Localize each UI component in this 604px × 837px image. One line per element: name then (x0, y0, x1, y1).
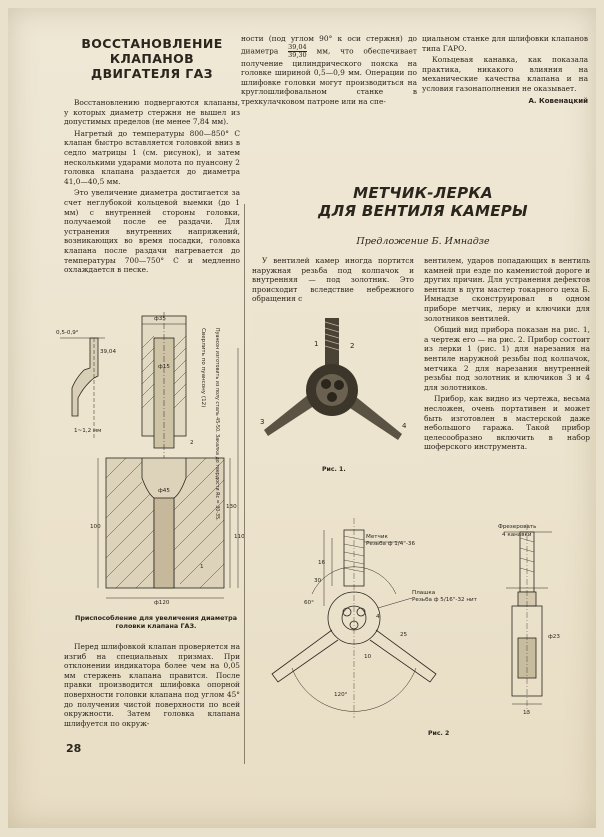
fig1-dim-label: ф35 (154, 316, 166, 322)
article1-paragraph: Перед шлифовкой клапан проверяется на из… (64, 642, 240, 728)
article1-col2-top: ности (под углом 90° к оси стержня) до д… (241, 34, 417, 109)
article1-paragraph: Это увеличение диаметра достигается за с… (64, 188, 240, 275)
fig1-part-label: 1 (200, 564, 204, 570)
drawing-label: Фрезеровать (498, 524, 536, 530)
photo-label: 2 (350, 342, 354, 350)
article1-title-line1: ВОССТАНОВЛЕНИЕ КЛАПАНОВ (81, 36, 223, 66)
tool-photo: 2 1 3 4 (252, 312, 420, 462)
article2-title-line2: ДЛЯ ВЕНТИЛЯ КАМЕРЫ (318, 202, 528, 220)
figure1-caption: Приспособление для увеличения диаметра г… (74, 614, 238, 630)
article2-paragraph: Общий вид прибора показан на рис. 1, а ч… (424, 325, 590, 392)
article2-paragraph: вентилем, ударов попадающих в вентиль ка… (424, 256, 590, 323)
drawing-dimension: 4 (376, 614, 380, 620)
fig1-part-label: 2 (190, 440, 194, 446)
fraction-denominator: 39,30 (288, 50, 307, 59)
photo-label: 1 (314, 340, 318, 348)
fig1-dim-label: 130 (226, 504, 237, 510)
article2-paragraph: У вентилей камер иногда портится наружна… (252, 256, 414, 304)
photo-label: 3 (260, 418, 264, 426)
col2-text-part1: ности (под углом 90° к оси стержня) до д… (241, 34, 417, 56)
article1-body: Восстановлению подвергаются клапаны, у к… (64, 98, 240, 277)
fig1-vertical-note: Пуансон изготовить из полу сталь 45-50. … (214, 328, 220, 521)
article2-title: МЕТЧИК-ЛЕРКА ДЛЯ ВЕНТИЛЯ КАМЕРЫ (298, 184, 548, 220)
drawing-label: 4 канавки (502, 532, 532, 538)
article1-body-bottom: Перед шлифовкой клапан проверяется на из… (64, 642, 240, 730)
column-divider (244, 204, 245, 764)
magazine-page: ВОССТАНОВЛЕНИЕ КЛАПАНОВ ДВИГАТЕЛЯ ГАЗ Во… (8, 8, 596, 828)
drawing-dimension: 120° (334, 692, 348, 698)
article1-col3-top: циальном станке для шлифовки клапанов ти… (422, 34, 588, 106)
drawing-dimension: 13 (523, 710, 531, 716)
col3-paragraph: Кольцевая канавка, как показала практика… (422, 55, 588, 93)
article2-paragraph: Прибор, как видно из чертежа, весьма нес… (424, 394, 590, 452)
drawing-label: Резьба ф 1/4"-36 (366, 541, 415, 547)
article1-title: ВОССТАНОВЛЕНИЕ КЛАПАНОВ ДВИГАТЕЛЯ ГАЗ (72, 36, 232, 81)
drawing-caption: Рис. 2 (428, 730, 450, 737)
article2-author: Предложение Б. Имнадзе (356, 236, 490, 247)
valve-tool-drawing: 0,5-0,9° ф35 1~1,2 мм ф120 ф45 ф15 100 1… (56, 312, 245, 606)
diameter-fraction: 39,04 39,30 (288, 42, 307, 59)
drawing-label: Плашка (412, 590, 435, 596)
drawing-dimension: 30 (314, 578, 322, 584)
drawing-dimension: 25 (400, 632, 408, 638)
drawing-dimension: 16 (318, 560, 326, 566)
photo-label: 4 (402, 422, 407, 430)
article2-col2: вентилем, ударов попадающих в вентиль ка… (424, 256, 590, 454)
fig1-dim-label: 0,5-0,9° (56, 330, 79, 336)
fig1-vertical-note: Сверлить по пуансону (12) (200, 328, 206, 407)
col2-text-part2: мм, что обеспечивает получение цилиндрич… (241, 46, 417, 106)
article1-paragraph: Нагретый до температуры 800—850° С клапа… (64, 128, 240, 186)
fig1-dim-label: 1~1,2 мм (74, 428, 101, 434)
fig1-dim-label: 39,04 (100, 349, 116, 355)
fig1-dim-label: ф15 (158, 364, 170, 370)
drawing-dimension: 10 (364, 654, 372, 660)
fig1-dim-label: 100 (90, 524, 101, 530)
drawing-dimension: 60° (304, 600, 314, 606)
article1-title-line2: ДВИГАТЕЛЯ ГАЗ (91, 66, 213, 81)
fraction-numerator: 39,04 (288, 42, 307, 52)
drawing-label: Метчик (366, 534, 388, 540)
fig1-dim-label: 110 (234, 534, 245, 540)
fig1-dim-label: ф45 (158, 488, 170, 494)
page-number: 28 (66, 742, 82, 755)
article1-paragraph: Восстановлению подвергаются клапаны, у к… (64, 98, 240, 127)
drawing-label: Резьба ф 5/16"-32 нит (412, 597, 478, 603)
tool-technical-drawing: Метчик Резьба ф 1/4"-36 Плашка Резьба ф … (271, 518, 560, 718)
article2-title-line1: МЕТЧИК-ЛЕРКА (353, 184, 493, 202)
article1-signature: А. Ковенацкий (528, 96, 588, 105)
photo-caption: Рис. 1. (322, 466, 346, 473)
col3-text: циальном станке для шлифовки клапанов ти… (422, 34, 588, 53)
article2-col1: У вентилей камер иногда портится наружна… (252, 256, 414, 306)
drawing-dimension: ф23 (548, 634, 560, 640)
fig1-dim-label: ф120 (154, 600, 170, 606)
